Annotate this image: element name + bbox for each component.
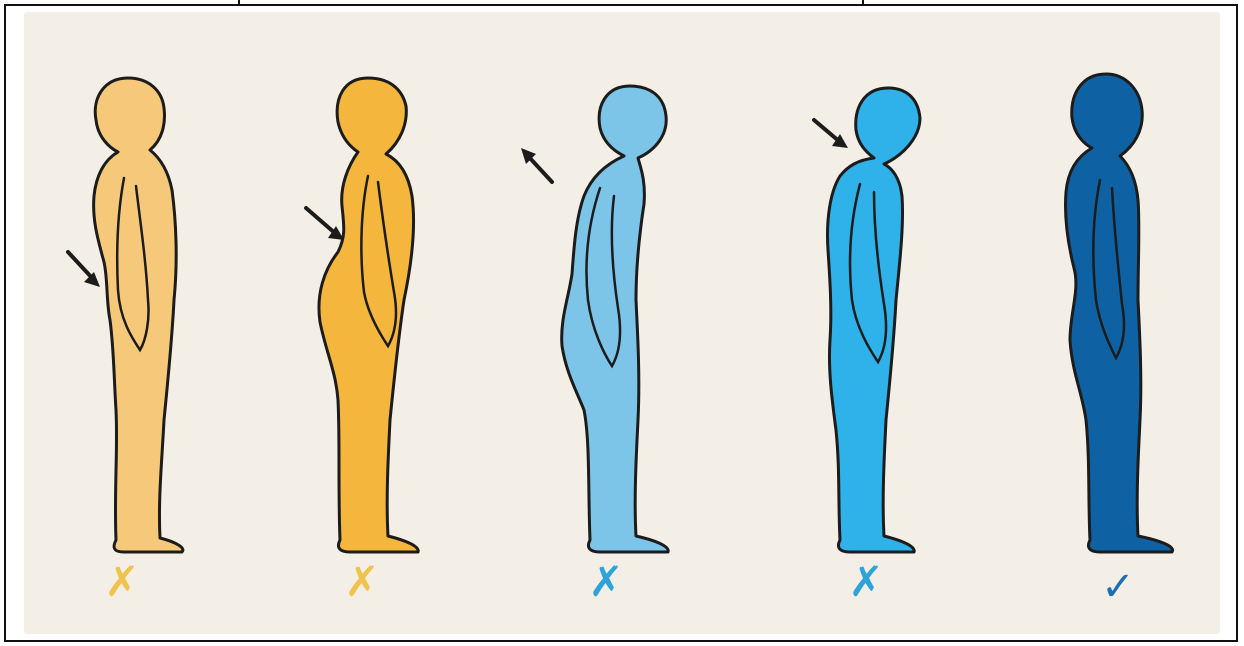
mark-cross-1: ✗ — [104, 557, 139, 606]
mark-check-5: ✓ — [1101, 564, 1135, 610]
mark-cross-2: ✗ — [344, 557, 379, 606]
mark-cross-4: ✗ — [848, 557, 883, 606]
mark-cross-3: ✗ — [588, 557, 623, 606]
